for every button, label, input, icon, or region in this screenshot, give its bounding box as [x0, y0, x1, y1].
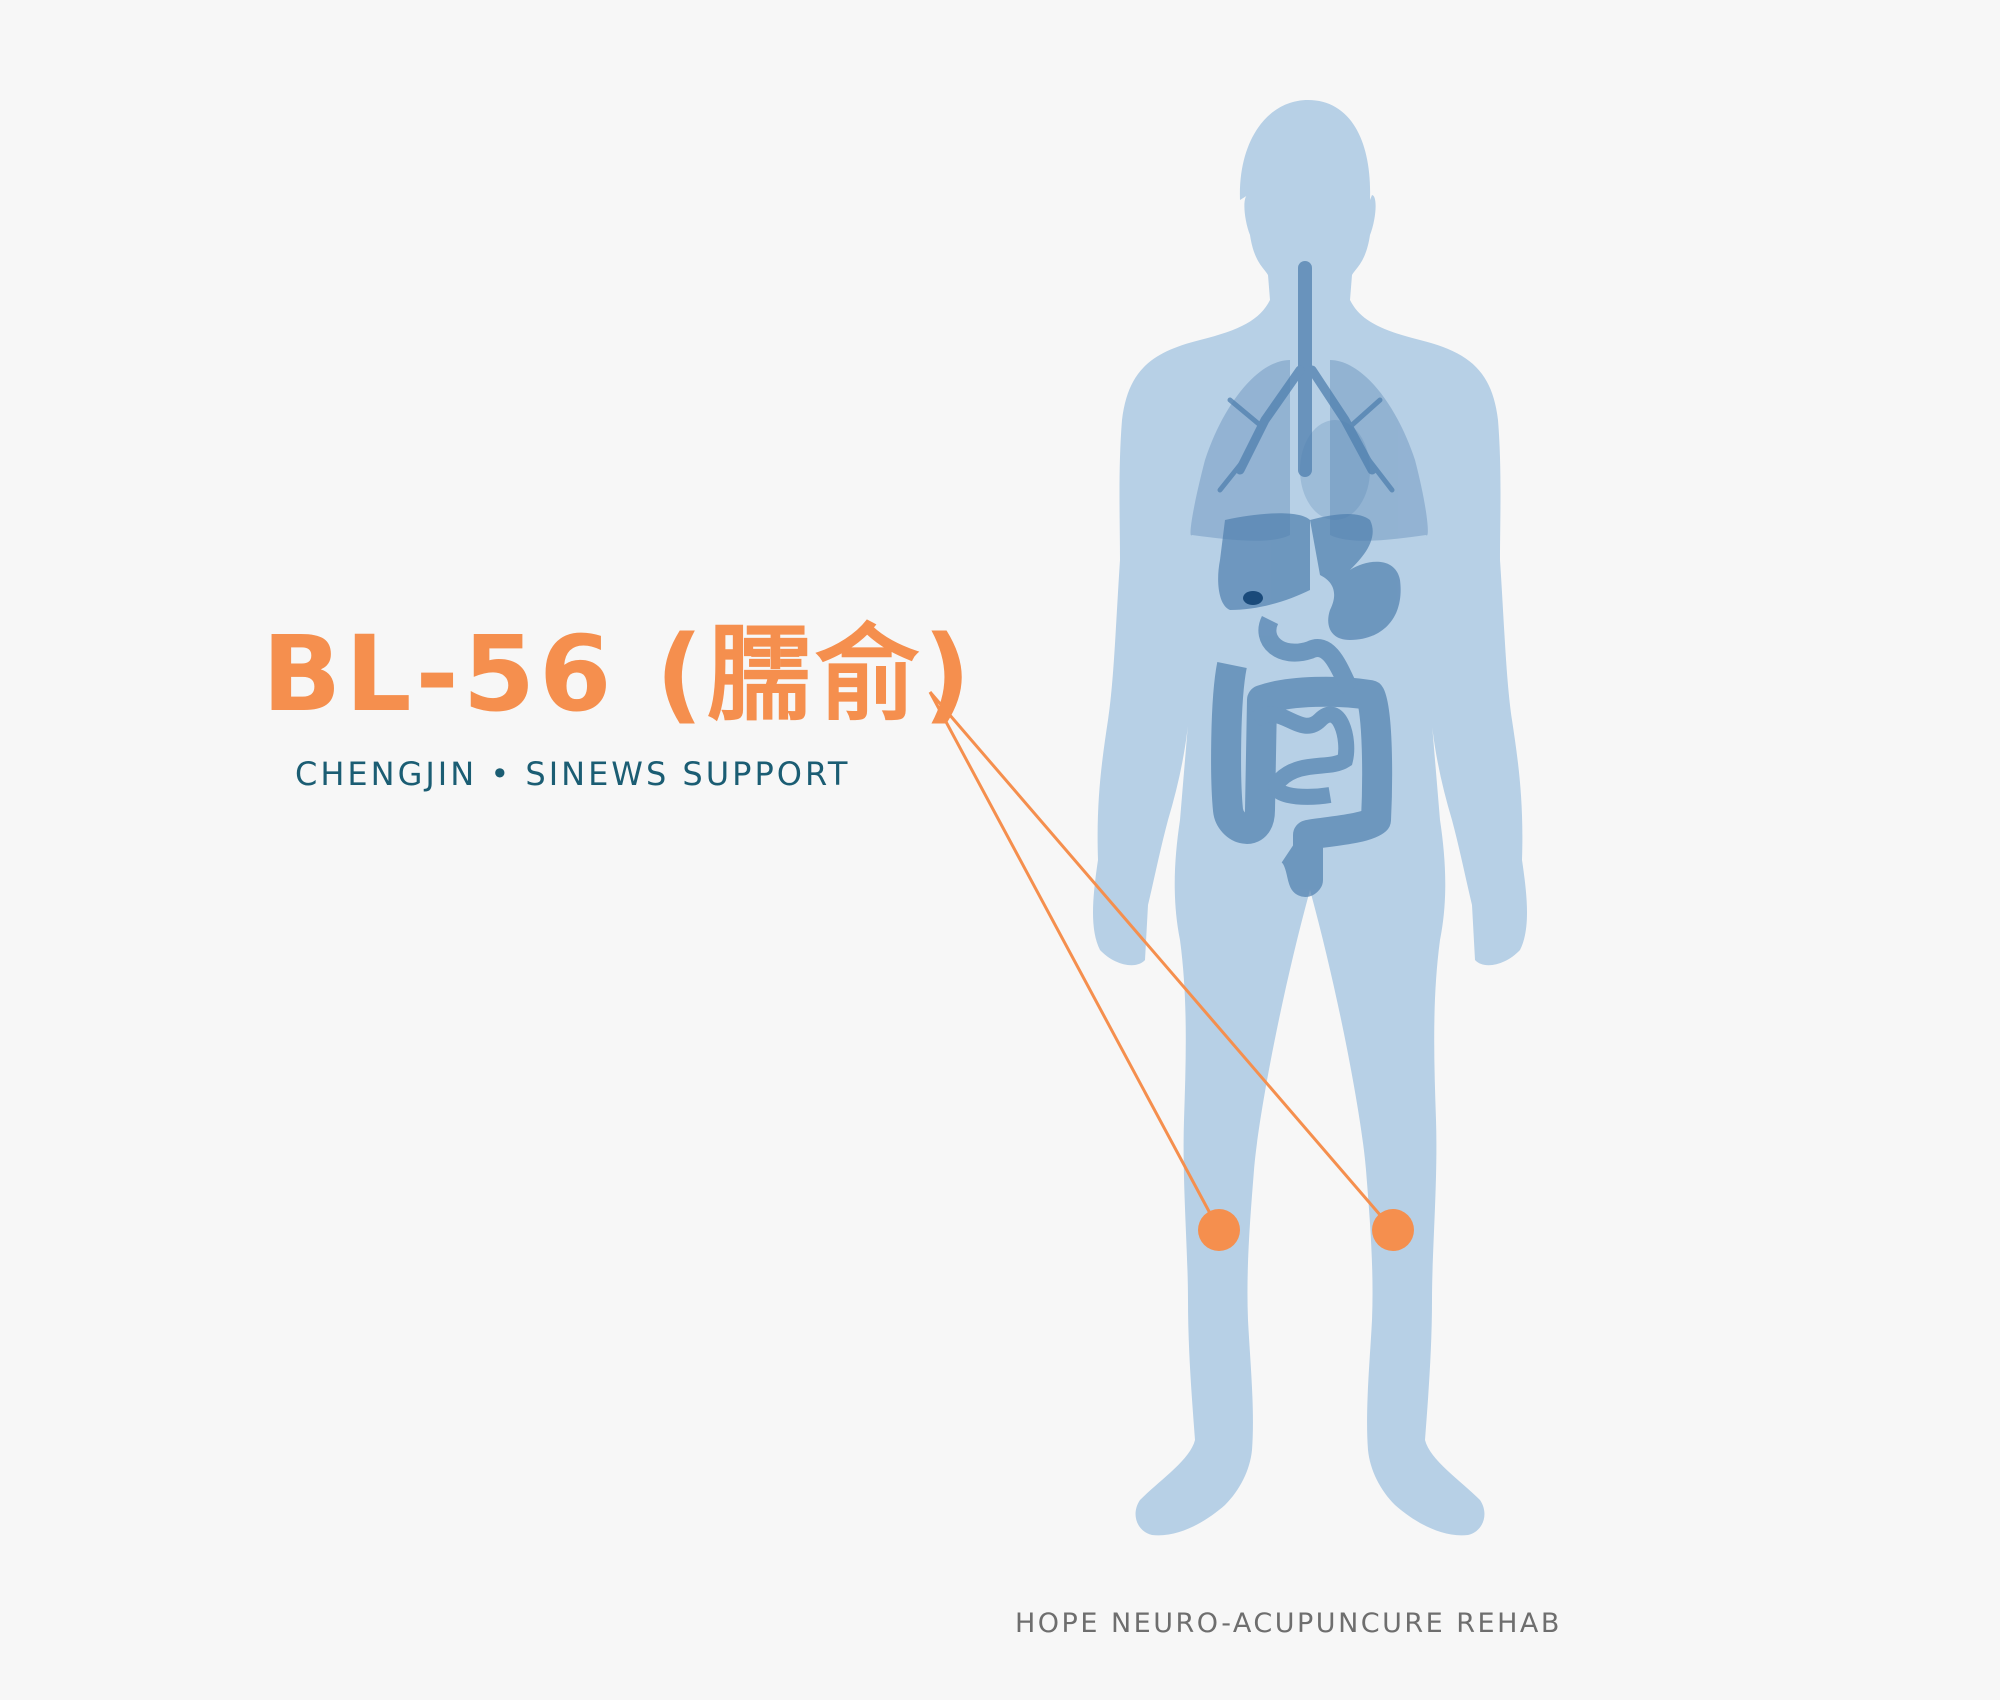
intestines [1211, 615, 1393, 897]
right-knee-point-marker[interactable] [1372, 1209, 1414, 1251]
point-subtitle: CHENGJIN • SINEWS SUPPORT [295, 755, 851, 793]
left-knee-point-marker[interactable] [1198, 1209, 1240, 1251]
point-title: BL-56 (臑俞) [262, 613, 975, 735]
body-silhouette [1093, 100, 1527, 1536]
heart [1300, 420, 1370, 520]
connector-lines [928, 691, 1395, 1231]
brand-footer: HOPE NEURO-ACUPUNCURE REHAB [1015, 1608, 1562, 1639]
digestive-organs [1218, 513, 1401, 640]
trachea [1217, 261, 1395, 493]
gallbladder [1243, 591, 1263, 605]
lungs [1190, 360, 1428, 541]
